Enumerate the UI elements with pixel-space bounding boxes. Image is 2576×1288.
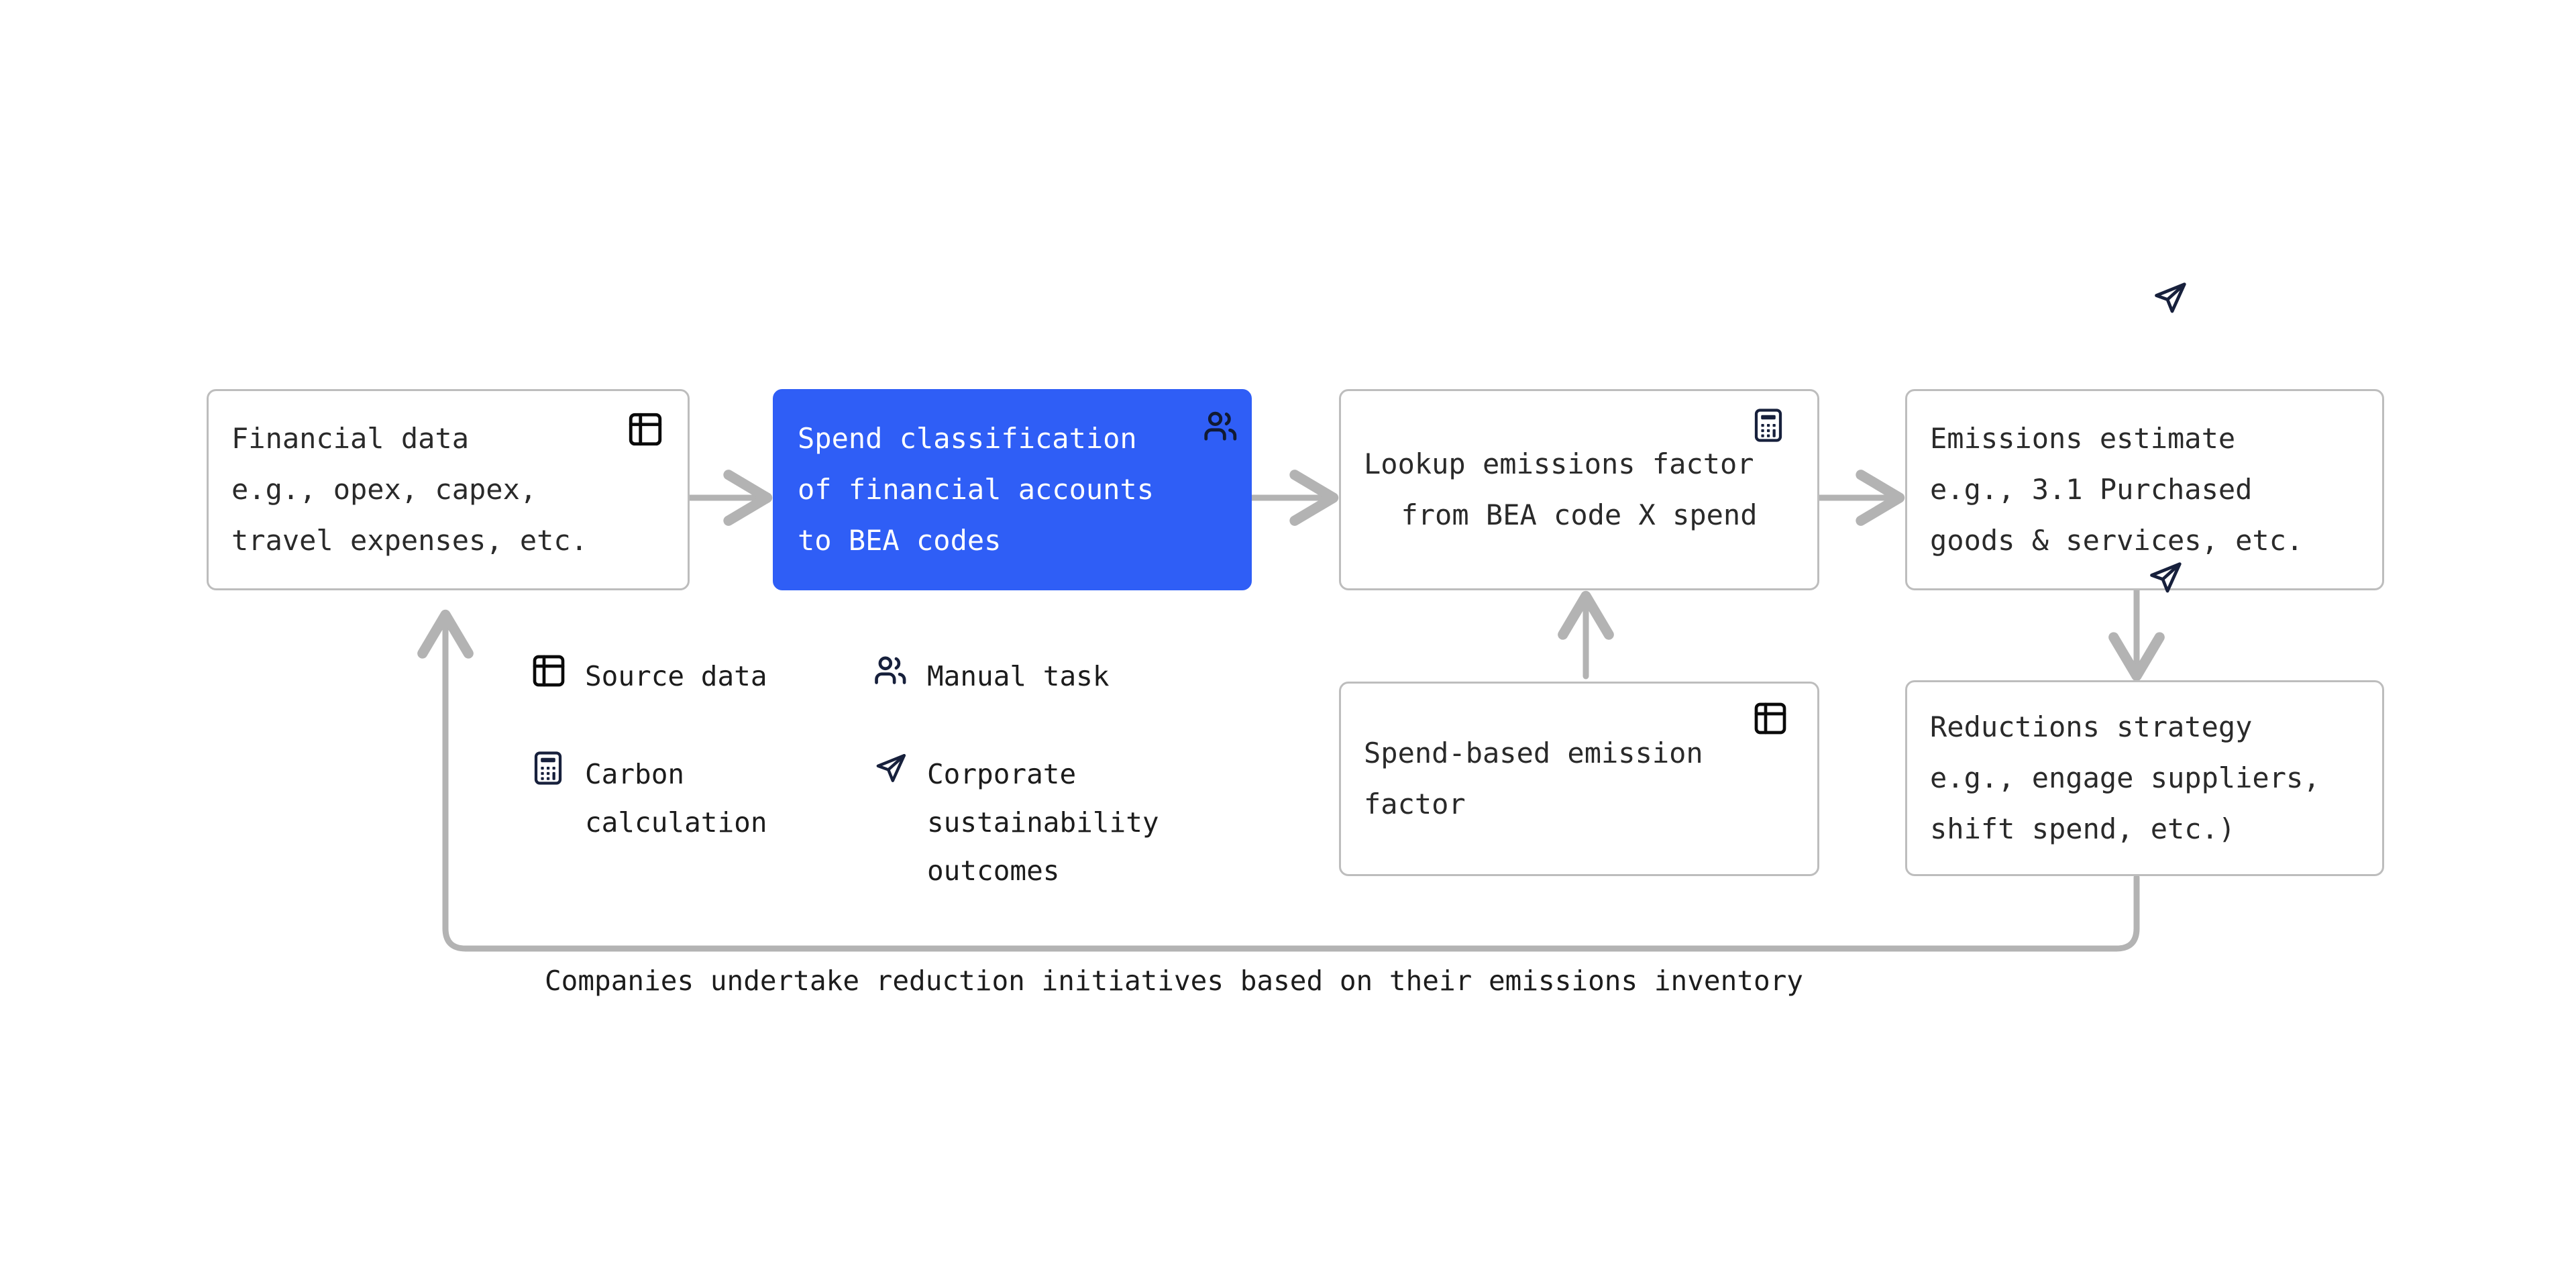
connector-reductions-feedback-loop [417,609,2140,952]
node-line: Spend-based emission [1364,737,1703,769]
paper-plane-icon [2145,558,2186,598]
node-line: Emissions estimate [1930,422,2236,455]
node-line: factor [1364,788,1466,820]
legend-label: Carbon calculation [585,758,767,839]
legend-label: Manual task [927,660,1110,692]
node-line: Lookup emissions factor [1364,447,1754,480]
node-line: Spend classification [798,422,1137,455]
node-line: from BEA code X spend [1401,498,1758,531]
legend-item-manual-task: Manual task [872,652,1110,700]
table-icon [530,652,568,690]
node-line: travel expenses, etc. [231,524,588,557]
legend-item-source-data: Source data [530,652,767,700]
calculator-icon [530,750,568,788]
node-reductions-strategy[interactable]: Reductions strategy e.g., engage supplie… [1905,680,2384,876]
node-line: to BEA codes [798,524,1002,557]
node-spend-classification[interactable]: Spend classification of financial accoun… [773,389,1252,590]
node-line: e.g., engage suppliers, [1930,761,2320,794]
node-line: e.g., opex, capex, [231,473,537,506]
legend-label: Corporate sustainability outcomes [927,758,1159,887]
node-line: e.g., 3.1 Purchased [1930,473,2253,506]
legend-label: Source data [585,660,767,692]
users-icon [872,652,910,690]
node-line: shift spend, etc.) [1930,812,2236,845]
node-spend-based-emission-factor[interactable]: Spend-based emission factor [1339,682,1819,876]
node-line: Reductions strategy [1930,710,2253,743]
diagram-caption: Companies undertake reduction initiative… [545,965,1803,997]
node-financial-data[interactable]: Financial data e.g., opex, capex, travel… [207,389,690,590]
node-line: of financial accounts [798,473,1155,506]
node-lookup-emissions-factor[interactable]: Lookup emissions factor from BEA code X … [1339,389,1819,590]
node-line: Financial data [231,422,470,455]
paper-plane-icon [872,750,910,788]
legend-item-carbon-calculation: Carbon calculation [530,750,767,847]
node-line: goods & services, etc. [1930,524,2304,557]
paper-plane-icon [2150,278,2190,319]
legend-item-corporate-sustainability-outcomes: Corporate sustainability outcomes [872,750,1159,895]
node-emissions-estimate[interactable]: Emissions estimate e.g., 3.1 Purchased g… [1905,389,2384,590]
